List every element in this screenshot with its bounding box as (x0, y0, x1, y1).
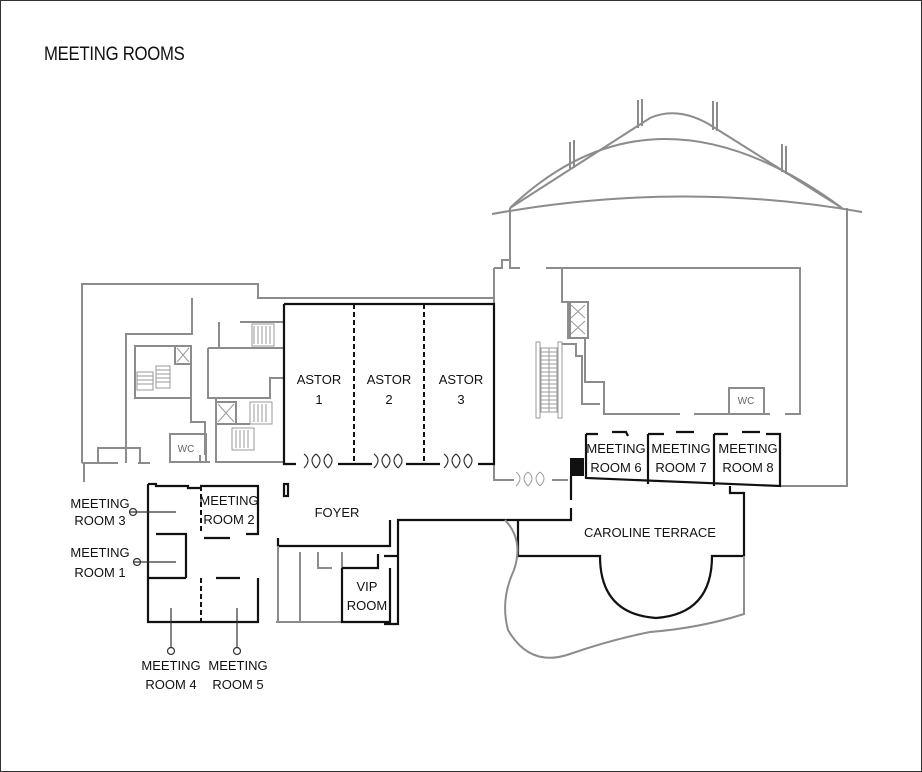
meeting-room-1-line1: MEETING (70, 545, 129, 560)
west-wing-outline: WC (81, 283, 494, 482)
vip-room-line2: ROOM (347, 598, 387, 613)
meeting-room-7-line2: ROOM 7 (655, 460, 706, 475)
meeting-room-3-line1: MEETING (70, 496, 129, 511)
astor-1-line2: 1 (315, 392, 322, 407)
vip-room-line1: VIP (357, 579, 378, 594)
astor-2-line1: ASTOR (367, 372, 412, 387)
caroline-terrace: CAROLINE TERRACE (504, 486, 746, 659)
meeting-room-4-line1: MEETING (141, 658, 200, 673)
astor-ballroom: ASTOR 1 ASTOR 2 ASTOR 3 (282, 302, 496, 469)
meeting-room-6-line1: MEETING (586, 441, 645, 456)
foyer-area: FOYER (276, 458, 584, 626)
meeting-room-4-line2: ROOM 4 (145, 677, 196, 692)
meeting-room-7-line1: MEETING (651, 441, 710, 456)
east-wing-outline: WC (493, 208, 848, 487)
meeting-room-5-line2: ROOM 5 (212, 677, 263, 692)
meeting-room-2-line1: MEETING (199, 493, 258, 508)
meeting-room-5-line1: MEETING (208, 658, 267, 673)
caroline-terrace-label: CAROLINE TERRACE (584, 525, 716, 540)
meeting-room-6-line2: ROOM 6 (590, 460, 641, 475)
meeting-rooms-1-5: MEETING ROOM 3 MEETING ROOM 2 MEETING RO… (70, 482, 268, 692)
astor-2-line2: 2 (385, 392, 392, 407)
wc-label-left: WC (178, 444, 195, 455)
meeting-room-2-line2: ROOM 2 (203, 512, 254, 527)
dome-roof (491, 99, 863, 215)
vip-room: VIP ROOM (340, 554, 392, 624)
astor-3-line2: 3 (457, 392, 464, 407)
door-icon (303, 453, 473, 469)
page-title: MEETING ROOMS (44, 44, 185, 65)
meeting-rooms-6-8: MEETING ROOM 6 MEETING ROOM 7 MEETING RO… (584, 430, 782, 488)
meeting-room-3-line2: ROOM 3 (74, 513, 125, 528)
meeting-room-8-line1: MEETING (718, 441, 777, 456)
meeting-room-8-line2: ROOM 8 (722, 460, 773, 475)
wc-label-right: WC (738, 396, 755, 407)
meeting-room-1-line2: ROOM 1 (74, 565, 125, 580)
foyer-label: FOYER (315, 505, 360, 520)
escalator-icon (540, 347, 558, 413)
astor-3-line1: ASTOR (439, 372, 484, 387)
astor-1-line1: ASTOR (297, 372, 342, 387)
door-icon (515, 471, 545, 487)
